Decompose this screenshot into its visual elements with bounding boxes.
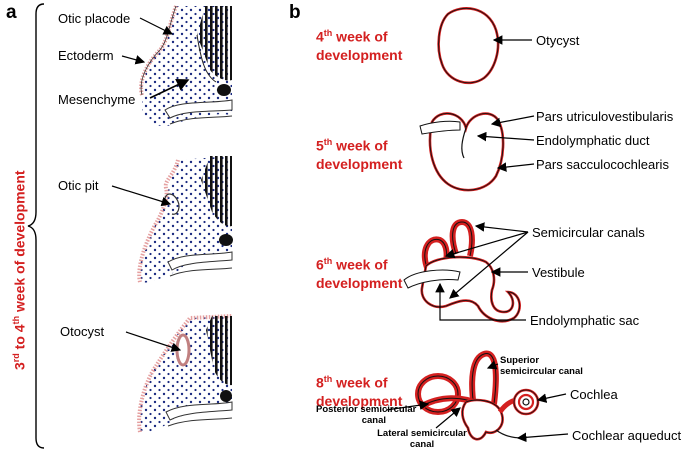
- week4-heading: 4th week of development: [316, 28, 403, 63]
- label-endolymphatic-sac: Endolymphatic sac: [530, 313, 640, 328]
- embryo-section-stage2: [137, 156, 233, 283]
- stage-bracket: [27, 3, 45, 449]
- week8-labyrinth: [415, 350, 540, 441]
- label-endolymphatic-duct: Endolymphatic duct: [536, 133, 650, 148]
- leader-ectoderm: [121, 55, 146, 65]
- embryo-section-stage1: [139, 5, 233, 127]
- label-pars-sacculocochlearis: Pars sacculocochlearis: [536, 157, 669, 172]
- leader-otic-placode: [139, 17, 174, 35]
- label-otic-placode: Otic placode: [58, 11, 131, 26]
- label-lateral-semicircular-canal: Lateral semicircular canal: [377, 428, 467, 450]
- label-otic-pit: Otic pit: [58, 178, 99, 193]
- label-posterior-semicircular-canal: Posterior semicircular canal: [316, 404, 417, 426]
- label-otycyst: Otycyst: [536, 33, 580, 48]
- label-ectoderm: Ectoderm: [58, 48, 114, 63]
- label-cochlear-aqueduct: Cochlear aqueduct: [572, 428, 682, 443]
- embryo-section-stage3: [137, 314, 233, 433]
- week6-heading: 6th week of development: [316, 256, 403, 291]
- week5-heading: 5th week of development: [316, 137, 403, 172]
- leader-otic-pit: [111, 185, 172, 207]
- week8-heading: 8th week of development: [316, 374, 403, 409]
- label-vestibule: Vestibule: [532, 265, 585, 280]
- otycyst-shape: [437, 7, 500, 85]
- label-semicircular-canals: Semicircular canals: [532, 225, 645, 240]
- label-superior-semicircular-canal: Superior semicircular canal: [500, 355, 583, 377]
- week6-labyrinth: [403, 218, 521, 323]
- panel-a-letter: a: [6, 2, 17, 23]
- leader-mesenchyme: [149, 79, 190, 99]
- endolymphatic-duct-shape: [419, 120, 461, 135]
- leader-otocyst: [125, 331, 182, 352]
- panel-b-letter: b: [289, 2, 301, 23]
- label-cochlea: Cochlea: [570, 387, 618, 402]
- vertical-stage-label: 3rd to 4th week of development: [11, 170, 28, 370]
- label-otocyst: Otocyst: [60, 324, 105, 339]
- label-pars-utriculovestibularis: Pars utriculovestibularis: [536, 109, 674, 124]
- label-mesenchyme: Mesenchyme: [58, 92, 136, 107]
